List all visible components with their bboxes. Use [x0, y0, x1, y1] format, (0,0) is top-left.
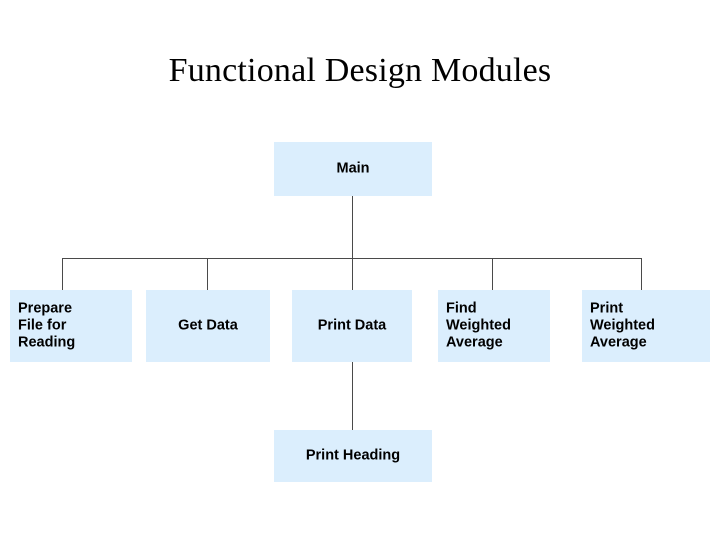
node-find-weighted-average-label: Find Weighted Average [446, 300, 511, 351]
node-print-data-label: Print Data [317, 317, 387, 334]
connector-to-find-weighted-average [492, 258, 493, 290]
node-print-weighted-average[interactable]: Print Weighted Average [582, 290, 710, 362]
node-find-weighted-average[interactable]: Find Weighted Average [438, 290, 550, 362]
connector-main-down [352, 196, 353, 258]
page-title: Functional Design Modules [168, 52, 552, 89]
connector-to-print-weighted-average [641, 258, 642, 290]
connector-to-print-data [352, 258, 353, 290]
node-prepare-file-label: Prepare File for Reading [18, 300, 76, 351]
node-get-data-label: Get Data [178, 317, 238, 334]
node-print-heading[interactable]: Print Heading [274, 430, 432, 482]
node-print-weighted-average-label: Print Weighted Average [590, 300, 655, 351]
connector-to-get-data [207, 258, 208, 290]
node-prepare-file[interactable]: Prepare File for Reading [10, 290, 132, 362]
node-print-heading-label: Print Heading [305, 447, 401, 464]
node-main[interactable]: Main [274, 142, 432, 196]
node-get-data[interactable]: Get Data [146, 290, 270, 362]
node-print-data[interactable]: Print Data [292, 290, 412, 362]
connector-print-data-to-print-heading [352, 362, 353, 430]
connector-to-prepare-file [62, 258, 63, 290]
node-main-label: Main [336, 160, 370, 177]
